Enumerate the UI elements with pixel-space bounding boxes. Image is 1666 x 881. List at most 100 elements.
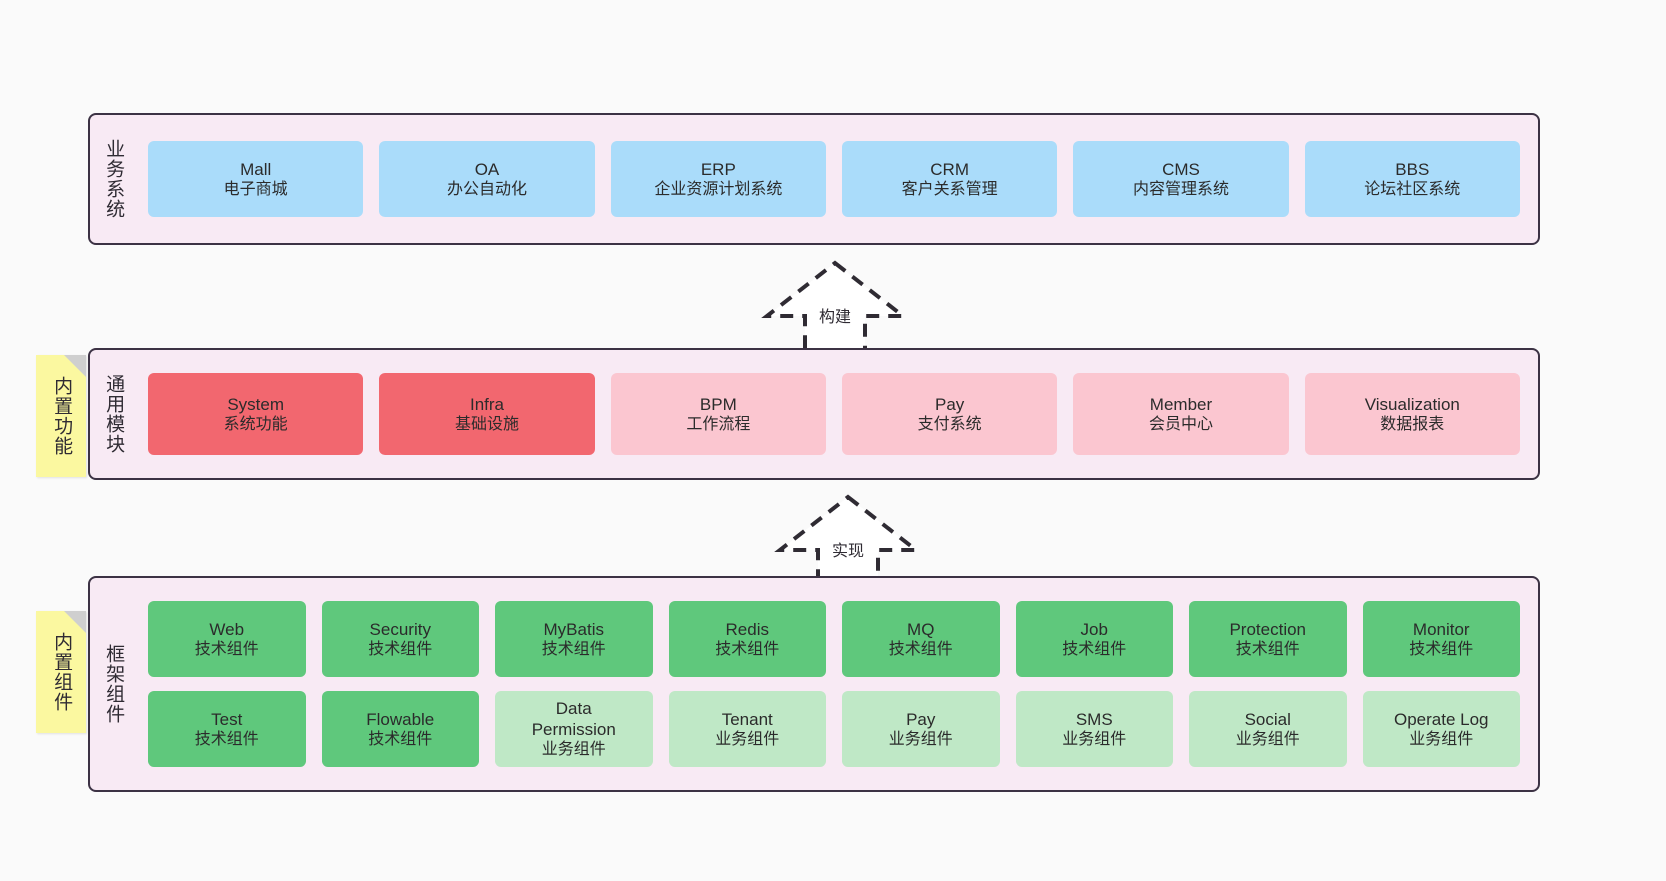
node-tenant-desc: 业务组件 xyxy=(715,730,780,748)
build-arrow: 构建 xyxy=(760,258,910,353)
node-erp[interactable]: ERP 企业资源计划系统 xyxy=(610,141,826,217)
node-web-title: Web xyxy=(209,619,245,639)
node-flowable[interactable]: Flowable 技术组件 xyxy=(321,691,479,767)
node-security[interactable]: Security 技术组件 xyxy=(321,601,479,677)
node-pay-component[interactable]: Pay 业务组件 xyxy=(842,691,1000,767)
node-data-permission-desc: 业务组件 xyxy=(541,741,606,759)
node-crm-title: CRM xyxy=(930,159,969,179)
node-flowable-title: Flowable xyxy=(366,709,435,729)
node-pay-module[interactable]: Pay 支付系统 xyxy=(841,373,1058,455)
node-mq-title: MQ xyxy=(907,619,935,639)
layer-framework-components-body: Web 技术组件 Security 技术组件 MyBatis 技术组件 Redi… xyxy=(136,578,1538,790)
node-data-permission-title2: Permission xyxy=(531,720,616,740)
sticky-note-builtin-function: 内置功能 xyxy=(36,355,86,477)
node-bbs-desc: 论坛社区系统 xyxy=(1364,180,1461,198)
node-security-desc: 技术组件 xyxy=(368,640,433,658)
node-social-title: Social xyxy=(1244,709,1291,729)
node-infra[interactable]: Infra 基础设施 xyxy=(379,373,595,455)
node-mall-title: Mall xyxy=(240,159,272,179)
node-job[interactable]: Job 技术组件 xyxy=(1015,601,1173,677)
node-redis[interactable]: Redis 技术组件 xyxy=(668,601,826,677)
node-bpm-title: BPM xyxy=(699,394,737,414)
layer-framework-components-caption: 框架组件 xyxy=(103,644,125,724)
node-infra-desc: 基础设施 xyxy=(454,415,519,433)
node-pay-module-title: Pay xyxy=(935,394,965,414)
node-redis-desc: 技术组件 xyxy=(715,640,780,658)
sticky-note-builtin-component: 内置组件 xyxy=(36,611,86,733)
node-flowable-desc: 技术组件 xyxy=(368,730,433,748)
node-protection-desc: 技术组件 xyxy=(1235,640,1300,658)
node-visualization-desc: 数据报表 xyxy=(1380,415,1445,433)
layer-business-systems-body: Mall 电子商城 OA 办公自动化 ERP 企业资源计划系统 CRM 客户关系… xyxy=(136,115,1538,243)
node-sms[interactable]: SMS 业务组件 xyxy=(1015,691,1173,767)
sticky-note-builtin-component-label: 内置组件 xyxy=(51,632,73,712)
node-sms-title: SMS xyxy=(1075,709,1113,729)
sticky-note-builtin-function-label: 内置功能 xyxy=(51,376,73,456)
node-system-title: System xyxy=(227,394,284,414)
node-bpm-desc: 工作流程 xyxy=(686,415,751,433)
node-oa[interactable]: OA 办公自动化 xyxy=(379,141,595,217)
node-tenant[interactable]: Tenant 业务组件 xyxy=(668,691,826,767)
node-oa-desc: 办公自动化 xyxy=(446,180,527,198)
node-operate-log-desc: 业务组件 xyxy=(1409,730,1474,748)
node-member-desc: 会员中心 xyxy=(1148,415,1213,433)
node-oa-title: OA xyxy=(474,159,500,179)
node-cms-desc: 内容管理系统 xyxy=(1132,180,1229,198)
node-bbs[interactable]: BBS 论坛社区系统 xyxy=(1304,141,1520,217)
node-system[interactable]: System 系统功能 xyxy=(148,373,364,455)
node-sms-desc: 业务组件 xyxy=(1062,730,1127,748)
sticky-fold-icon xyxy=(64,611,86,633)
node-operate-log[interactable]: Operate Log 业务组件 xyxy=(1362,691,1520,767)
node-social[interactable]: Social 业务组件 xyxy=(1189,691,1347,767)
node-mybatis[interactable]: MyBatis 技术组件 xyxy=(495,601,653,677)
node-crm[interactable]: CRM 客户关系管理 xyxy=(841,141,1058,217)
sticky-fold-icon xyxy=(64,355,86,377)
node-cms[interactable]: CMS 内容管理系统 xyxy=(1073,141,1289,217)
node-mall[interactable]: Mall 电子商城 xyxy=(148,141,364,217)
node-mybatis-desc: 技术组件 xyxy=(541,640,606,658)
node-member[interactable]: Member 会员中心 xyxy=(1073,373,1289,455)
node-pay-component-desc: 业务组件 xyxy=(888,730,953,748)
node-pay-module-desc: 支付系统 xyxy=(917,415,982,433)
node-erp-title: ERP xyxy=(700,159,736,179)
node-monitor[interactable]: Monitor 技术组件 xyxy=(1362,601,1520,677)
node-monitor-desc: 技术组件 xyxy=(1409,640,1474,658)
node-tenant-title: Tenant xyxy=(721,709,773,729)
node-system-desc: 系统功能 xyxy=(223,415,288,433)
node-test[interactable]: Test 技术组件 xyxy=(148,691,306,767)
node-social-desc: 业务组件 xyxy=(1235,730,1300,748)
node-monitor-title: Monitor xyxy=(1412,619,1470,639)
node-operate-log-title: Operate Log xyxy=(1393,709,1489,729)
node-data-permission[interactable]: Data Permission 业务组件 xyxy=(495,691,653,767)
node-mq-desc: 技术组件 xyxy=(888,640,953,658)
node-member-title: Member xyxy=(1149,394,1213,414)
node-erp-desc: 企业资源计划系统 xyxy=(654,180,783,198)
node-web[interactable]: Web 技术组件 xyxy=(148,601,306,677)
framework-row-technical: Web 技术组件 Security 技术组件 MyBatis 技术组件 Redi… xyxy=(140,601,1528,677)
node-visualization-title: Visualization xyxy=(1364,394,1460,414)
node-visualization[interactable]: Visualization 数据报表 xyxy=(1304,373,1520,455)
node-mybatis-title: MyBatis xyxy=(543,619,604,639)
node-protection-title: Protection xyxy=(1229,619,1307,639)
node-mall-desc: 电子商城 xyxy=(223,180,288,198)
implement-arrow: 实现 xyxy=(773,492,923,587)
node-bpm[interactable]: BPM 工作流程 xyxy=(610,373,826,455)
node-crm-desc: 客户关系管理 xyxy=(901,180,998,198)
layer-business-systems: 业务系统 Mall 电子商城 OA 办公自动化 ERP 企业资源计划系统 CRM… xyxy=(88,113,1540,245)
node-infra-title: Infra xyxy=(469,394,504,414)
node-security-title: Security xyxy=(369,619,431,639)
layer-common-modules-body: System 系统功能 Infra 基础设施 BPM 工作流程 Pay 支付系统… xyxy=(136,350,1538,478)
node-protection[interactable]: Protection 技术组件 xyxy=(1189,601,1347,677)
node-test-title: Test xyxy=(211,709,243,729)
layer-common-modules-caption: 通用模块 xyxy=(103,374,125,454)
node-job-desc: 技术组件 xyxy=(1062,640,1127,658)
node-redis-title: Redis xyxy=(725,619,769,639)
layer-business-systems-caption: 业务系统 xyxy=(103,139,125,219)
node-test-desc: 技术组件 xyxy=(194,730,259,748)
node-cms-title: CMS xyxy=(1162,159,1200,179)
node-mq[interactable]: MQ 技术组件 xyxy=(842,601,1000,677)
framework-row-business: Test 技术组件 Flowable 技术组件 Data Permission … xyxy=(140,691,1528,767)
layer-common-modules: 通用模块 System 系统功能 Infra 基础设施 BPM 工作流程 Pay… xyxy=(88,348,1540,480)
node-web-desc: 技术组件 xyxy=(194,640,259,658)
